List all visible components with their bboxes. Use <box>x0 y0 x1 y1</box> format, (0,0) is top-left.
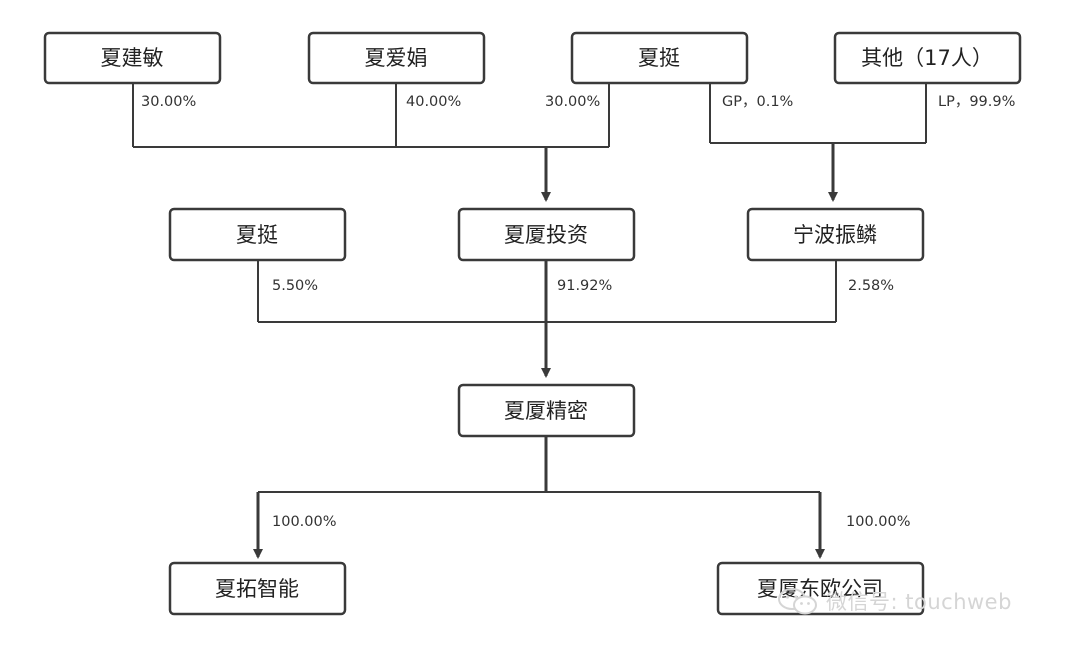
node-ningbo-zhenlin-label: 宁波振鳞 <box>793 223 877 247</box>
node-xia-ting-mid-label: 夏挺 <box>236 223 278 247</box>
node-xia-ting-top-label: 夏挺 <box>638 46 680 70</box>
label-ting-top-pct: 30.00% <box>545 94 600 110</box>
node-xia-jianmin-label: 夏建敏 <box>101 46 164 70</box>
node-xia-ting-mid: 夏挺 <box>168 207 347 262</box>
label-lp-pct: LP，99.9% <box>938 94 1015 110</box>
watermark-text: 微信号: touchweb <box>826 590 1012 614</box>
connectors-to-zhenlin <box>709 83 927 202</box>
label-zhenlin-pct: 2.58% <box>848 278 894 294</box>
node-xiasha-precision-label: 夏厦精密 <box>504 399 588 423</box>
connectors-to-subsidiaries <box>253 436 825 559</box>
node-xiasha-investment: 夏厦投资 <box>457 207 636 262</box>
connectors-to-precision <box>257 260 837 378</box>
label-aijuan-pct: 40.00% <box>406 94 461 110</box>
watermark: 微信号: touchweb <box>776 586 1012 616</box>
node-xiasha-investment-label: 夏厦投资 <box>504 223 588 247</box>
label-dongou-pct: 100.00% <box>846 514 911 530</box>
label-gp-pct: GP，0.1% <box>722 94 793 110</box>
node-xia-aijuan-label: 夏爱娟 <box>365 46 428 70</box>
node-xiasha-precision: 夏厦精密 <box>457 383 636 438</box>
node-xiasha-dongou: 夏厦东欧公司 <box>716 561 925 616</box>
label-jianmin-pct: 30.00% <box>141 94 196 110</box>
node-others-label: 其他（17人） <box>861 46 993 70</box>
label-xiatuo-pct: 100.00% <box>272 514 337 530</box>
node-xiatuo-intelligent-label: 夏拓智能 <box>215 577 299 601</box>
node-xiatuo-intelligent: 夏拓智能 <box>168 561 347 616</box>
node-xia-aijuan: 夏爱娟 <box>307 31 486 85</box>
node-ningbo-zhenlin: 宁波振鳞 <box>746 207 925 262</box>
node-xia-ting-top: 夏挺 <box>570 31 749 85</box>
wechat-icon <box>778 588 817 615</box>
node-xia-jianmin: 夏建敏 <box>43 31 222 85</box>
label-ting-mid-pct: 5.50% <box>272 278 318 294</box>
node-xiasha-dongou-label: 夏厦东欧公司 <box>757 577 883 601</box>
connectors-to-investment <box>132 83 610 202</box>
node-others: 其他（17人） <box>833 31 1022 85</box>
label-investment-pct: 91.92% <box>557 278 612 294</box>
